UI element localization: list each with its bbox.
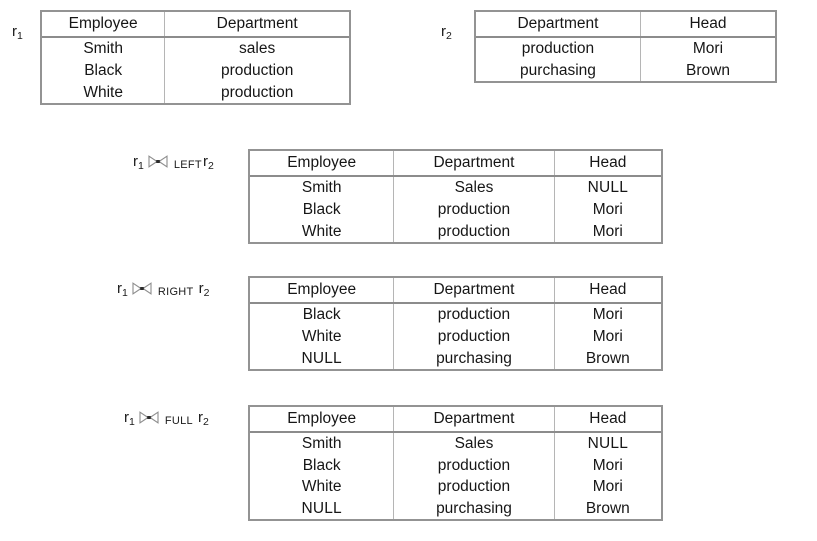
bowtie-join-icon [148, 155, 168, 168]
column-header-head: Head [554, 407, 661, 433]
bowtie-join-icon [139, 411, 159, 424]
join-operand-left: r1 [133, 153, 144, 172]
relation-table-r1: Employee Department Smith sales Black pr… [40, 10, 351, 105]
cell-head: Brown [585, 499, 630, 517]
cell-head: Mori [592, 456, 623, 474]
join-result-table-full: Employee Department Head Smith Sales NUL… [248, 405, 663, 521]
table-header-row: Employee Department Head [250, 407, 661, 433]
cell-department: Sales [393, 431, 555, 455]
column-header-department: Department [393, 407, 555, 433]
table-row: Black production Mori [250, 302, 661, 326]
cell-employee: Black [42, 59, 166, 82]
relation-label-r1-subscript: 1 [17, 30, 23, 42]
table-row: NULL purchasing Brown [250, 347, 661, 369]
table-row: Black production Mori [250, 454, 661, 476]
table-row: Black production Mori [250, 198, 661, 221]
cell-department: production [393, 475, 555, 498]
cell-employee: Smith [250, 431, 395, 455]
cell-department: purchasing [393, 347, 555, 369]
cell-employee: White [42, 81, 166, 103]
column-header-department: Department [393, 278, 555, 304]
cell-department: purchasing [476, 59, 641, 81]
cell-employee: Black [250, 454, 395, 476]
join-expression-left: r1 LEFT r2 [133, 153, 214, 172]
column-header-head: Head [554, 278, 661, 304]
table-row: Black production [42, 59, 349, 82]
cell-department: production [220, 83, 294, 101]
join-result-table-left: Employee Department Head Smith Sales NUL… [248, 149, 663, 244]
relation-label-r2-subscript: 2 [446, 30, 452, 42]
column-header-department: Department [393, 151, 555, 177]
table-row: NULL purchasing Brown [250, 497, 661, 519]
join-mode-label: LEFT [173, 158, 202, 171]
cell-head: Mori [592, 478, 623, 496]
join-operand-right: r2 [197, 409, 209, 428]
table-row: Smith sales [42, 36, 349, 60]
cell-head: Brown [585, 349, 630, 367]
table-header-row: Employee Department Head [250, 278, 661, 304]
table-row: Smith Sales NULL [250, 175, 661, 199]
join-operand-right: r2 [202, 153, 214, 172]
join-operand-left: r1 [124, 409, 135, 428]
relation-label-r1: r1 [12, 23, 23, 42]
cell-department: production [393, 302, 555, 326]
relation-label-r2: r2 [441, 23, 452, 42]
cell-department: Sales [393, 175, 555, 199]
join-expression-full: r1 FULL r2 [124, 409, 209, 428]
cell-department: production [476, 36, 641, 60]
join-operand-right: r2 [198, 280, 210, 299]
cell-employee-null: NULL [250, 347, 395, 369]
cell-department: production [220, 61, 294, 79]
table-row: White production Mori [250, 475, 661, 498]
cell-department: purchasing [393, 497, 555, 519]
join-result-table-right: Employee Department Head Black productio… [248, 276, 663, 371]
join-expression-right: r1 RIGHT r2 [117, 280, 210, 299]
column-header-department: Department [164, 12, 349, 38]
cell-employee: Smith [42, 36, 166, 60]
table-row: White production [42, 81, 349, 103]
bowtie-join-icon [132, 282, 152, 295]
column-header-employee: Employee [250, 407, 395, 433]
column-header-head: Head [554, 151, 661, 177]
column-header-employee: Employee [42, 12, 166, 38]
cell-employee-null: NULL [250, 497, 395, 519]
join-operand-left: r1 [117, 280, 128, 299]
relation-label-r2-base: r [441, 23, 446, 40]
cell-employee: Smith [250, 175, 395, 199]
cell-department: production [393, 220, 555, 242]
cell-employee: White [250, 475, 395, 498]
table-row: White production Mori [250, 220, 661, 242]
column-header-employee: Employee [250, 151, 395, 177]
cell-employee: Black [250, 302, 395, 326]
cell-head: Mori [592, 222, 623, 240]
table-header-row: Department Head [476, 12, 775, 38]
cell-head-null: NULL [587, 434, 629, 452]
column-header-employee: Employee [250, 278, 395, 304]
cell-department: production [393, 198, 555, 221]
cell-department: production [393, 454, 555, 476]
relation-table-r2: Department Head production Mori purchasi… [474, 10, 777, 83]
table-row: Smith Sales NULL [250, 431, 661, 455]
relation-label-r1-base: r [12, 23, 17, 40]
table-row: White production Mori [250, 325, 661, 348]
cell-department: production [393, 325, 555, 348]
join-mode-label: RIGHT [157, 285, 194, 298]
cell-head: Mori [592, 306, 623, 324]
cell-head: Mori [592, 327, 623, 345]
column-header-department: Department [476, 12, 641, 38]
cell-employee: White [250, 220, 395, 242]
cell-employee: White [250, 325, 395, 348]
cell-head: Mori [692, 40, 724, 58]
cell-department: sales [239, 40, 276, 58]
cell-head: Brown [686, 61, 730, 79]
table-header-row: Employee Department Head [250, 151, 661, 177]
column-header-head: Head [640, 12, 775, 38]
table-row: production Mori [476, 36, 775, 60]
cell-employee: Black [250, 198, 395, 221]
cell-head-null: NULL [587, 179, 629, 197]
join-mode-label: FULL [164, 414, 193, 427]
cell-head: Mori [592, 200, 623, 218]
table-row: purchasing Brown [476, 59, 775, 81]
table-header-row: Employee Department [42, 12, 349, 38]
